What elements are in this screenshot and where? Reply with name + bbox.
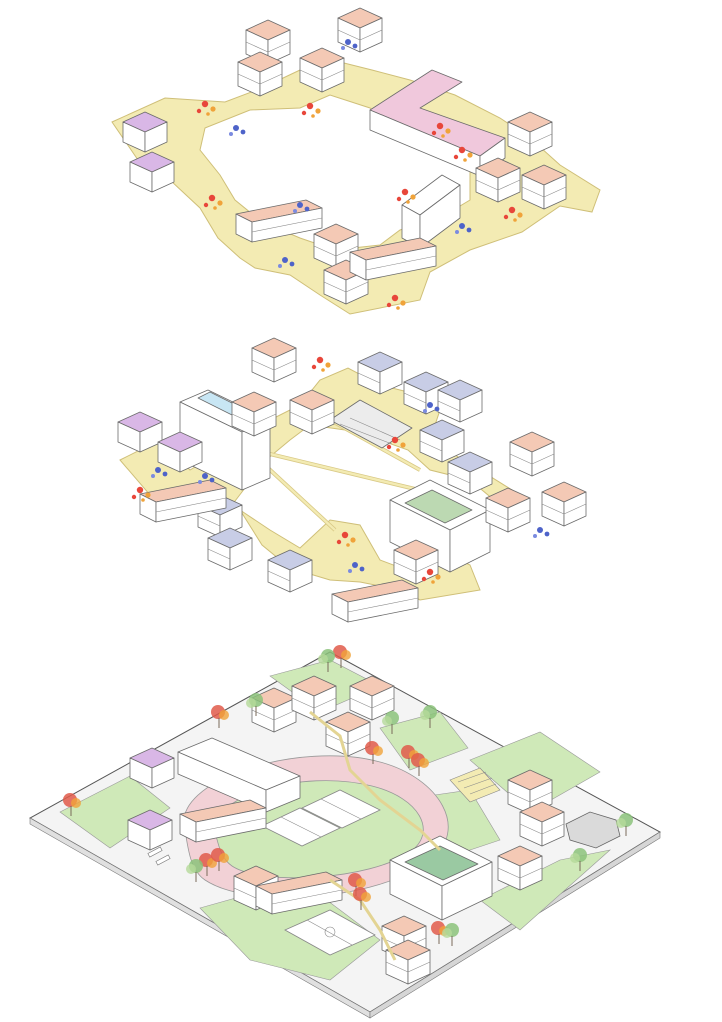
ground-green-gym	[389, 835, 493, 921]
tennis-courts	[261, 789, 381, 847]
layer-middle-walkway	[117, 337, 587, 623]
middle-terrace-steps	[329, 399, 413, 449]
layer-ground-site	[28, 644, 661, 1019]
basketball-court	[284, 909, 376, 956]
bench-icon	[147, 846, 171, 866]
upper-l-building	[369, 69, 506, 177]
upper-tall-block	[401, 174, 461, 249]
stair-east	[449, 767, 501, 803]
ground-tall-hall	[177, 737, 301, 813]
hex-pond	[565, 811, 621, 849]
layer-upper-walkway	[111, 7, 601, 315]
lawn-west	[59, 775, 171, 849]
middle-green-hall	[389, 479, 491, 573]
